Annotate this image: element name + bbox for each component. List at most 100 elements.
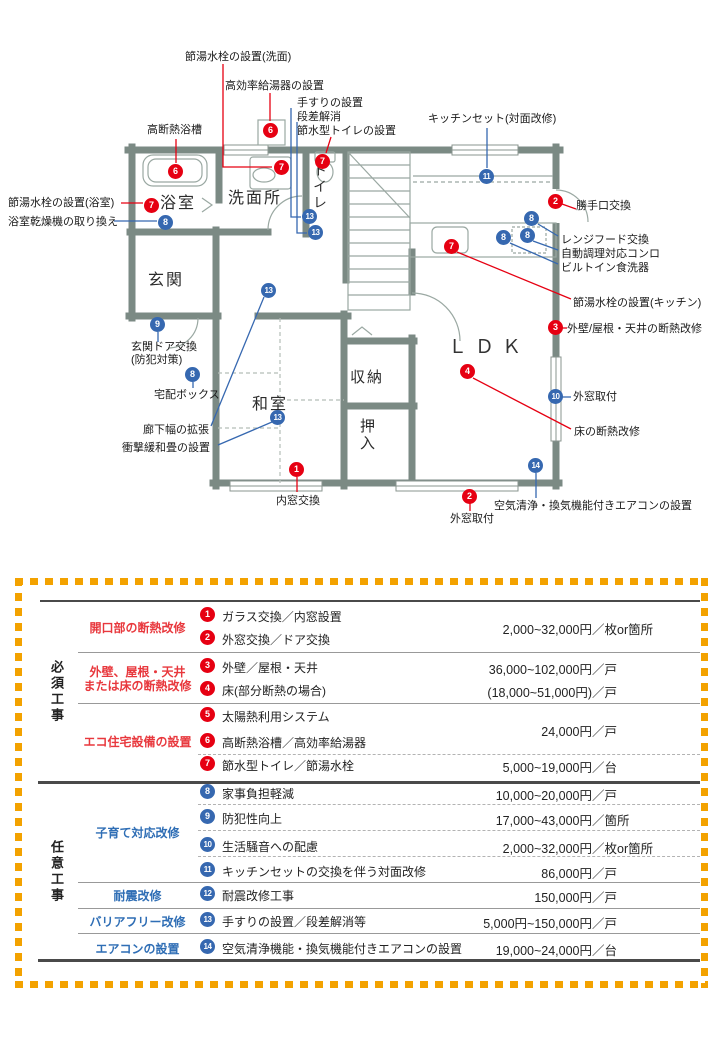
label-water-saving-toilet: 節水型トイレの設置 [297,125,396,137]
group-rule-4 [78,908,700,909]
row-marker-9: 9 [200,809,215,824]
marker-13-step: 13 [308,225,323,240]
label-builtin-dishwasher: ビルトイン食洗器 [561,262,649,274]
category-eco-equipment: エコ住宅設備の設置 [83,735,192,749]
label-insulated-bathtub: 高断熱浴槽 [147,124,202,136]
category-childcare: 子育て対応改修 [95,826,180,840]
row-price-11-amount: 86,000円 [541,867,592,881]
row-marker-13: 13 [200,912,215,927]
marker-7-toilet: 7 [315,154,330,169]
label-outer-window-right: 外窓取付 [573,391,617,403]
category-wall-insulation-line2: または床の断熱改修 [83,679,192,693]
category-opening-insulation: 開口部の断熱改修 [89,621,186,635]
frame-top [15,578,708,585]
row-item-12: 耐震改修工事 [222,889,295,903]
row-price-4-unit: ／戸 [592,686,618,700]
table-section-rule [38,781,700,784]
row-marker-11: 11 [200,862,215,877]
row-price-8-amount: 10,000~20,000円 [495,789,592,803]
room-label-japanese-room: 和室 [252,396,289,413]
row-item-3: 外壁／屋根・天井 [222,661,319,675]
row-price-14-amount: 19,000~24,000円 [495,944,592,958]
label-range-hood: レンジフード交換 [561,234,649,246]
row-price-14-unit: ／台 [592,944,618,958]
marker-7-bathroom: 7 [144,198,159,213]
room-label-bathroom: 浴室 [160,195,197,212]
row-price-9-unit: ／箇所 [592,814,630,828]
row-price-10-unit: ／枚or箇所 [592,842,654,856]
row-item-13: 手すりの設置／段差解消等 [222,915,367,929]
marker-4-floor-insulation: 4 [460,364,475,379]
label-air-purifying-aircon: 空気清浄・換気機能付きエアコンの設置 [494,500,692,512]
row-marker-3: 3 [200,658,215,673]
row-marker-6: 6 [200,733,215,748]
row-marker-7: 7 [200,756,215,771]
label-auto-cooking-stove: 自動調理対応コンロ [561,248,660,260]
row-price-13-amount: 5,000円~150,000円 [483,917,592,931]
label-water-saving-faucet-kitchen: 節湯水栓の設置(キッチン) [573,297,702,309]
row-item-2: 外窓交換／ドア交換 [222,633,331,647]
category-aircon: エアコンの設置 [95,942,180,956]
row-price-7-unit: ／台 [592,761,618,775]
room-label-ldk: ＬＤＫ [448,337,530,358]
label-shock-absorbing-tatami: 衝撃緩和畳の設置 [122,442,210,454]
row-price-5-6-unit: ／戸 [592,725,618,739]
label-water-saving-faucet-bathroom: 節湯水栓の設置(浴室) [8,197,115,209]
row-item-5: 太陽熱利用システム [222,710,330,724]
row-item-4: 床(部分断熱の場合) [222,684,326,698]
row-item-6: 高断熱浴槽／高効率給湯器 [222,736,367,750]
group-rule-1 [78,652,700,653]
row-price-3-unit: ／戸 [592,663,618,677]
row-item-9: 防犯性向上 [222,812,283,826]
row-price-12-unit: ／戸 [592,891,618,905]
room-label-entrance: 玄関 [148,272,185,289]
row-marker-1: 1 [200,607,215,622]
marker-2-back-door: 2 [548,194,563,209]
row-marker-5: 5 [200,707,215,722]
label-water-saving-faucet-washstand: 節湯水栓の設置(洗面) [185,51,292,63]
row-marker-8: 8 [200,784,215,799]
row-marker-12: 12 [200,886,215,901]
room-label-toilet: トイレ [312,163,328,211]
marker-8-range-hood: 8 [524,211,539,226]
table-bottom-rule [38,959,700,962]
marker-10-outer-window: 10 [548,389,563,404]
frame-left [15,578,22,988]
row-price-12-amount: 150,000円 [534,891,592,905]
category-wall-insulation-line1: 外壁、屋根・天井 [89,665,186,679]
row-marker-2: 2 [200,630,215,645]
table-top-rule [40,600,700,602]
label-inner-window: 内窓交換 [276,495,320,507]
dashed-rule-4 [198,856,700,857]
label-outer-window-bottom: 外窓取付 [450,513,494,525]
label-delivery-box: 宅配ボックス [154,389,220,401]
row-marker-14: 14 [200,939,215,954]
marker-13-handrail: 13 [302,209,317,224]
row-item-14: 空気清浄機能・換気機能付きエアコンの設置 [222,942,463,956]
row-price-5-6-amount: 24,000円 [541,725,592,739]
label-floor-insulation: 床の断熱改修 [574,426,640,438]
row-price-1-2-amount: 2,000~32,000円 [502,623,592,637]
label-handrail: 手すりの設置 [297,97,363,109]
marker-6-heater: 6 [263,123,278,138]
blue-leader-lines [114,108,571,498]
row-item-1: ガラス交換／内窓設置 [222,610,342,624]
label-entrance-door-2: (防犯対策) [131,354,183,366]
row-item-8: 家事負担軽減 [222,787,295,801]
marker-1-inner-window: 1 [289,462,304,477]
row-price-9-amount: 17,000~43,000円 [495,814,592,828]
label-high-efficiency-water-heater: 高効率給湯器の設置 [225,80,324,92]
label-kitchen-set: キッチンセット(対面改修) [428,113,557,125]
row-item-7: 節水型トイレ／節湯水栓 [222,759,355,773]
row-marker-4: 4 [200,681,215,696]
marker-11-kitchen-set: 11 [479,169,494,184]
row-price-11-unit: ／戸 [592,867,618,881]
marker-13-tatami: 13 [270,410,285,425]
marker-7-washstand: 7 [274,160,289,175]
category-seismic: 耐震改修 [113,889,162,903]
label-step-elimination: 段差解消 [297,111,341,123]
marker-6-bathtub: 6 [168,164,183,179]
row-price-4-amount: (18,000~51,000円) [487,686,592,700]
section-label-required: 必須工事 [49,660,64,724]
row-price-10-amount: 2,000~32,000円 [502,842,592,856]
